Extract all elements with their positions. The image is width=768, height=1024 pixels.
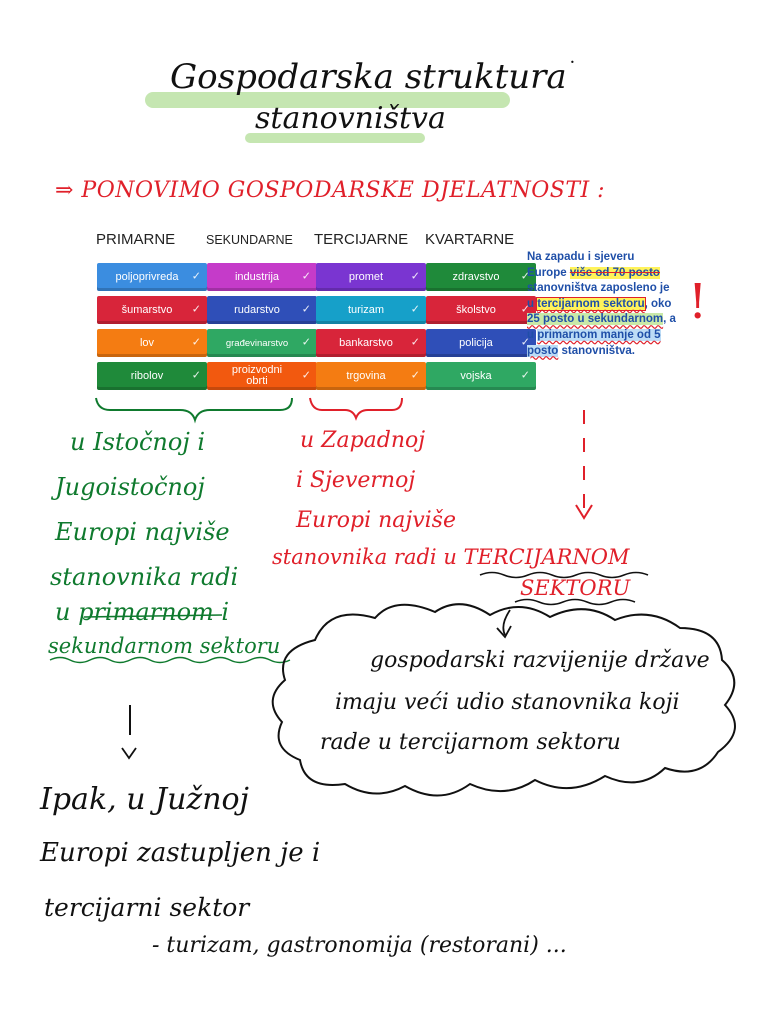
check-icon: ✓ xyxy=(191,270,201,283)
tile-promet[interactable]: promet✓ xyxy=(316,263,426,291)
green-underline-primarnom xyxy=(83,614,223,618)
red-note-line-2: i Sjevernoj xyxy=(296,468,416,493)
green-note-line-3: Europi najviše xyxy=(55,518,230,546)
black-arrow-down-head xyxy=(121,747,137,760)
title-highlight-2 xyxy=(245,133,425,143)
check-icon: ✓ xyxy=(410,336,420,349)
red-brace xyxy=(309,397,403,421)
note-highlight-sekundarni: 25 posto u sekundarnom xyxy=(527,313,664,326)
check-icon: ✓ xyxy=(520,336,530,349)
bottom-note-line-1: Ipak, u Južnoj xyxy=(40,782,249,817)
tile-poljoprivreda[interactable]: poljoprivreda✓ xyxy=(97,263,207,291)
heading-primarne: PRIMARNE xyxy=(96,231,176,248)
tile-policija[interactable]: policija✓ xyxy=(426,329,536,357)
red-note-line-3: Europi najviše xyxy=(296,508,456,533)
check-icon: ✓ xyxy=(301,369,311,382)
tile-gradevinarstvo[interactable]: građevinarstvo✓ xyxy=(207,329,317,357)
page-title: Gospodarska struktura xyxy=(170,57,567,97)
note-highlight-tercijarni: tercijarnom sektoru xyxy=(536,296,646,311)
check-icon: ✓ xyxy=(191,303,201,316)
tile-rudarstvo[interactable]: rudarstvo✓ xyxy=(207,296,317,324)
bottom-note-line-3: tercijarni sektor xyxy=(44,893,250,922)
heading-tercijarne: TERCIJARNE xyxy=(314,231,409,248)
red-note-line-5: SEKTORU xyxy=(520,576,631,600)
exclamation-mark: ! xyxy=(688,274,708,330)
cloud-line-2: imaju veći udio stanovnika koji xyxy=(335,690,680,715)
bottom-note-line-4: - turizam, gastronomija (restorani) ... xyxy=(152,933,567,958)
green-note-line-5: u primarnom i xyxy=(55,598,230,626)
tile-industrija[interactable]: industrija✓ xyxy=(207,263,317,291)
tile-sumarstvo[interactable]: šumarstvo✓ xyxy=(97,296,207,324)
cloud-line-3: rade u tercijarnom sektoru xyxy=(320,730,621,755)
black-arrow-to-cloud xyxy=(502,609,511,636)
heading-sekundarne: SEKUNDARNE xyxy=(206,233,293,247)
green-brace xyxy=(95,397,293,424)
tile-vojska[interactable]: vojska✓ xyxy=(426,362,536,390)
check-icon: ✓ xyxy=(301,303,311,316)
bottom-note-line-2: Europi zastupljen je i xyxy=(40,838,321,868)
tile-proizvodni-obrti[interactable]: proizvodni obrti✓ xyxy=(207,362,317,390)
tile-turizam[interactable]: turizam✓ xyxy=(316,296,426,324)
tile-zdravstvo[interactable]: zdravstvo✓ xyxy=(426,263,536,291)
check-icon: ✓ xyxy=(410,369,420,382)
tile-skolstvo[interactable]: školstvo✓ xyxy=(426,296,536,324)
red-note-line-4: stanovnika radi u TERCIJARNOM xyxy=(272,545,630,569)
info-note: Na zapadu i sjeveru Europe više od 70 po… xyxy=(527,251,676,357)
subtitle: ⇒ PONOVIMO GOSPODARSKE DJELATNOSTI : xyxy=(55,178,606,203)
check-icon: ✓ xyxy=(410,270,420,283)
red-note-line-1: u Zapadnoj xyxy=(300,428,426,453)
green-note-line-6: sekundarnom sektoru xyxy=(48,634,281,658)
dot: • xyxy=(570,58,575,67)
black-arrow-to-cloud-head xyxy=(496,625,512,639)
check-icon: ✓ xyxy=(520,369,530,382)
tile-trgovina[interactable]: trgovina✓ xyxy=(316,362,426,390)
check-icon: ✓ xyxy=(410,303,420,316)
note-highlight-70: više od 70 posto xyxy=(569,266,660,279)
check-icon: ✓ xyxy=(191,369,201,382)
green-note-line-4: stanovnika radi xyxy=(50,563,239,591)
tile-ribolov[interactable]: ribolov✓ xyxy=(97,362,207,390)
tile-lov[interactable]: lov✓ xyxy=(97,329,207,357)
check-icon: ✓ xyxy=(301,270,311,283)
thought-cloud xyxy=(271,603,736,797)
green-note-line-1: u Istočnoj i xyxy=(70,428,206,456)
cloud-line-1: gospodarski razvijenije države xyxy=(370,648,710,673)
green-note-line-2: Jugoistočnoj xyxy=(55,473,205,501)
black-underline-tercijarnom xyxy=(479,571,649,579)
check-icon: ✓ xyxy=(191,336,201,349)
title-highlight xyxy=(145,92,510,108)
green-squiggle xyxy=(49,656,291,664)
check-icon: ✓ xyxy=(520,303,530,316)
black-underline-sektoru xyxy=(514,598,636,606)
heading-kvartarne: KVARTARNE xyxy=(425,231,515,248)
check-icon: ✓ xyxy=(301,336,311,349)
red-arrow-head xyxy=(575,504,593,520)
tile-bankarstvo[interactable]: bankarstvo✓ xyxy=(316,329,426,357)
page-title-line2: stanovništva xyxy=(255,101,446,136)
check-icon: ✓ xyxy=(520,270,530,283)
